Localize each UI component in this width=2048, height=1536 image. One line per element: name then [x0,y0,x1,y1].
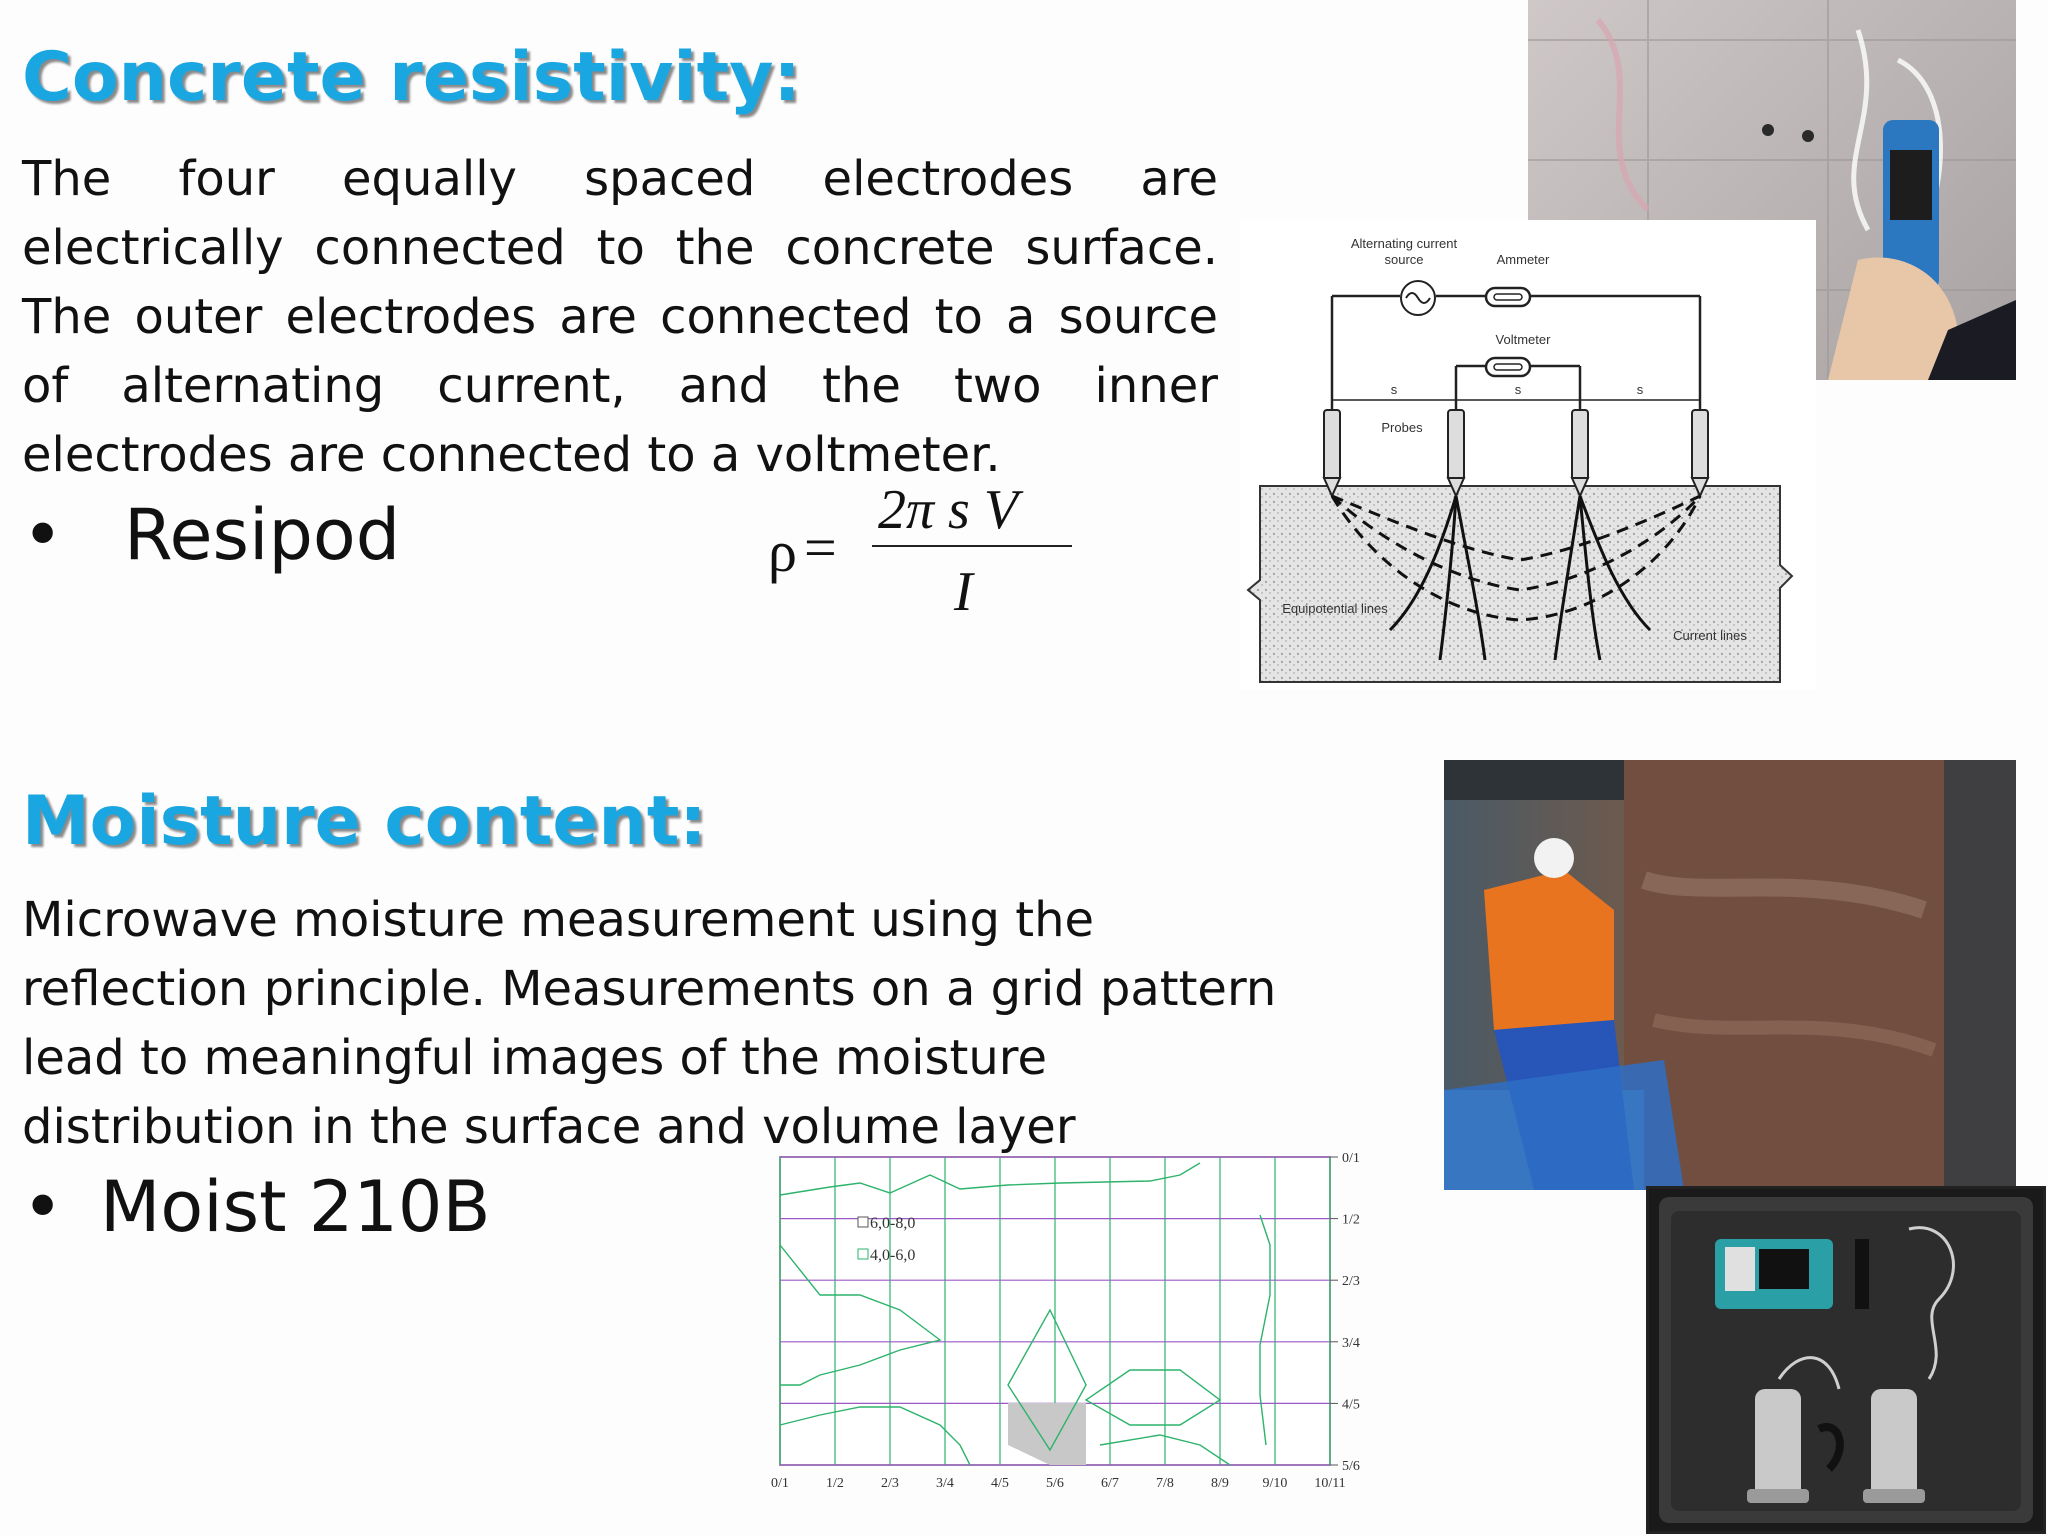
y-tick-label: 0/1 [1342,1151,1360,1166]
legend-swatch-2 [857,1248,869,1260]
label-spacing-3: s [1637,382,1644,397]
label-probes: Probes [1381,420,1423,435]
x-tick-label: 9/10 [1263,1476,1288,1491]
label-voltmeter: Voltmeter [1496,332,1552,347]
x-tick-label: 0/1 [771,1476,789,1491]
label-spacing-2: s [1515,382,1522,397]
formula-rho: ρ [768,519,797,584]
legend-swatch-1 [857,1216,869,1228]
moist-210b-case-photo [1646,1186,2046,1534]
bullet-resipod: • Resipod [22,500,400,570]
heading-moisture-content: Moisture content: [22,782,707,861]
x-tick-label: 4/5 [991,1476,1009,1491]
label-ac-source-2: source [1384,252,1423,267]
label-ammeter: Ammeter [1497,252,1550,267]
y-tick-label: 4/5 [1342,1397,1360,1412]
label-ac-source-1: Alternating current [1351,236,1458,251]
y-tick-label: 1/2 [1342,1213,1360,1228]
x-tick-label: 7/8 [1156,1476,1174,1491]
x-tick-label: 5/6 [1046,1476,1064,1491]
pier-inspection-photo [1444,760,2016,1190]
label-spacing-1: s [1391,382,1398,397]
wenner-probe-diagram: Alternating current source Ammeter Voltm… [1240,220,1816,690]
bullet-dot: • [22,1166,64,1248]
formula-numerator: 2π s V [878,479,1019,541]
bullet-dot: • [22,494,64,576]
label-current-lines: Current lines [1673,628,1747,643]
heading-concrete-resistivity: Concrete resistivity: [22,38,801,117]
label-equipotential: Equipotential lines [1282,601,1388,616]
x-tick-label: 6/7 [1101,1476,1119,1491]
bullet-resipod-label: Resipod [124,494,401,576]
x-tick-label: 10/11 [1314,1476,1345,1491]
y-tick-label: 5/6 [1342,1459,1360,1474]
contour-lines [779,1162,1271,1466]
legend-item-2: 4,0-6,0 [870,1247,915,1264]
x-tick-label: 2/3 [881,1476,899,1491]
bullet-moist-210b: • Moist 210B [22,1172,490,1242]
x-tick-label: 1/2 [826,1476,844,1491]
moisture-contour-chart: 6,0-8,0 4,0-6,0 0/1 1/2 2/3 3/4 4/5 5/6 6/7 7/8… [771,1151,1360,1491]
resistivity-formula: ρ = 2π s V I [768,478,1078,623]
paragraph-moisture-content: Microwave moisture measurement using the… [22,892,1277,1155]
formula-denominator: I [954,561,973,623]
x-tick-label: 3/4 [936,1476,954,1491]
y-tick-label: 3/4 [1342,1336,1360,1351]
x-tick-label: 8/9 [1211,1476,1229,1491]
bullet-moist-label: Moist 210B [100,1166,491,1248]
paragraph-concrete-resistivity: The four equally spaced electrodes are e… [22,151,1218,483]
formula-fraction-bar [872,545,1072,547]
formula-equals: = [804,515,837,580]
y-tick-label: 2/3 [1342,1274,1360,1289]
shaded-region [1008,1403,1086,1465]
legend-item-1: 6,0-8,0 [870,1215,915,1232]
